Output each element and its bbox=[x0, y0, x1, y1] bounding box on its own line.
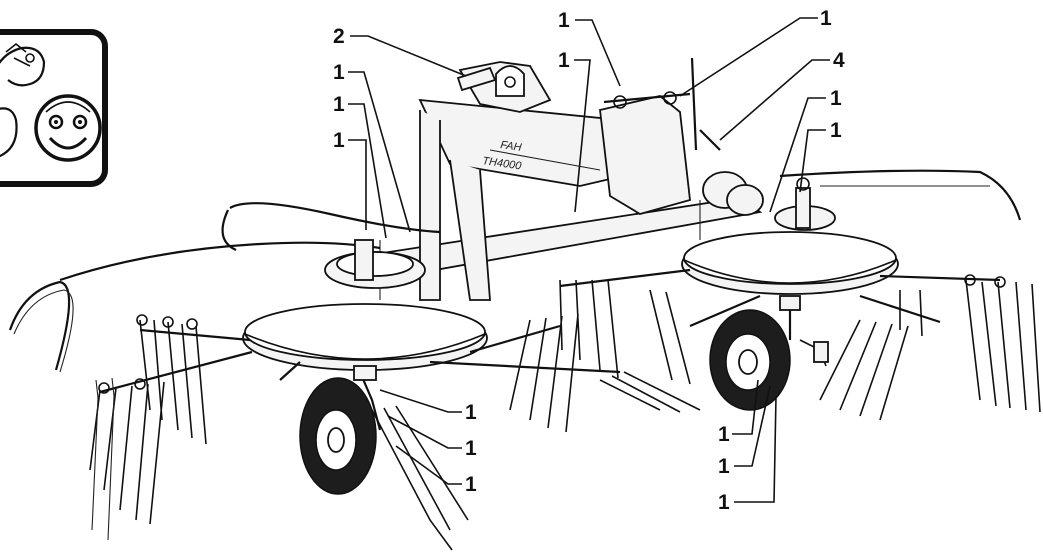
left-tines bbox=[89, 314, 207, 541]
brand-decal: FAH bbox=[500, 139, 523, 154]
guard-rails bbox=[8, 169, 1022, 373]
callout-label: 1 bbox=[333, 129, 345, 152]
callout-label: 1 bbox=[718, 491, 730, 514]
left-rotor bbox=[99, 239, 621, 394]
left-wheel bbox=[299, 365, 469, 551]
callout-label: 1 bbox=[465, 401, 477, 424]
callout-label: 1 bbox=[718, 423, 730, 446]
right-wheel bbox=[709, 295, 829, 411]
callout-label: 4 bbox=[833, 49, 845, 72]
callout-label: 1 bbox=[333, 61, 345, 84]
safety-pictogram-icon bbox=[0, 29, 108, 187]
callout-label: 1 bbox=[830, 87, 842, 110]
callout-label: 1 bbox=[718, 455, 730, 478]
callout-label: 1 bbox=[465, 437, 477, 460]
right-tines bbox=[819, 274, 1041, 421]
callout-label: 1 bbox=[333, 93, 345, 116]
callout-label: 1 bbox=[558, 9, 570, 32]
callout-label: 1 bbox=[465, 473, 477, 496]
callout-lines bbox=[348, 17, 830, 503]
callout-label: 1 bbox=[830, 119, 842, 142]
callout-label: 1 bbox=[820, 7, 832, 30]
callout-label: 2 bbox=[333, 25, 345, 48]
main-frame bbox=[348, 57, 764, 301]
callout-labels: 1 1 2 1 4 1 1 1 1 1 1 1 1 1 1 1 bbox=[333, 7, 845, 514]
callout-label: 1 bbox=[558, 49, 570, 72]
center-tines bbox=[509, 279, 701, 433]
model-decal: TH4000 bbox=[482, 155, 523, 172]
